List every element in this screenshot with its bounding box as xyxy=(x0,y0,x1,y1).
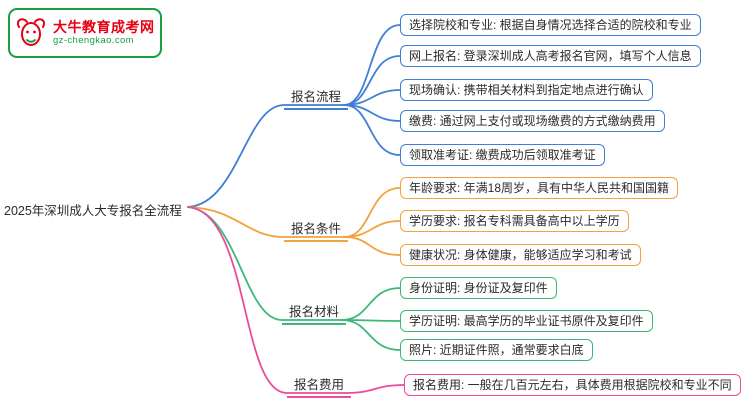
leaf-node: 学历证明: 最高学历的毕业证书原件及复印件 xyxy=(400,310,653,332)
leaf-node: 照片: 近期证件照，通常要求白底 xyxy=(400,339,593,361)
site-logo[interactable]: 大牛教育成考网 gz-chengkao.com xyxy=(8,8,162,58)
leaf-node: 领取准考证: 缴费成功后领取准考证 xyxy=(400,144,605,166)
leaf-node: 报名费用: 一般在几百元左右，具体费用根据院校和专业不同 xyxy=(404,374,741,396)
process-branch-lines xyxy=(187,24,401,208)
branch-label-fees: 报名费用 xyxy=(287,374,352,398)
fees-branch-lines xyxy=(187,206,405,394)
leaf-node: 网上报名: 登录深圳成人高考报名官网，填写个人信息 xyxy=(400,45,701,67)
branch-label-process: 报名流程 xyxy=(284,86,349,110)
logo-title: 大牛教育成考网 xyxy=(53,19,155,36)
logo-subtitle: gz-chengkao.com xyxy=(53,34,134,46)
leaf-node: 选择院校和专业: 根据自身情况选择合适的院校和专业 xyxy=(400,14,701,36)
branch-label-materials: 报名材料 xyxy=(282,301,347,325)
leaf-node: 学历要求: 报名专科需具备高中以上学历 xyxy=(400,210,629,232)
leaf-node: 现场确认: 携带相关材料到指定地点进行确认 xyxy=(400,79,653,101)
root-node: 2025年深圳成人大专报名全流程 xyxy=(4,204,182,218)
logo-bull-icon xyxy=(14,15,48,51)
conditions-branch-lines xyxy=(187,187,401,256)
branch-label-conditions: 报名条件 xyxy=(284,218,349,242)
leaf-node: 年龄要求: 年满18周岁，具有中华人民共和国国籍 xyxy=(400,177,679,199)
leaf-node: 健康状况: 身体健康，能够适应学习和考试 xyxy=(400,244,641,266)
leaf-node: 身份证明: 身份证及复印件 xyxy=(400,277,557,299)
leaf-node: 缴费: 通过网上支付或现场缴费的方式缴纳费用 xyxy=(400,110,665,132)
